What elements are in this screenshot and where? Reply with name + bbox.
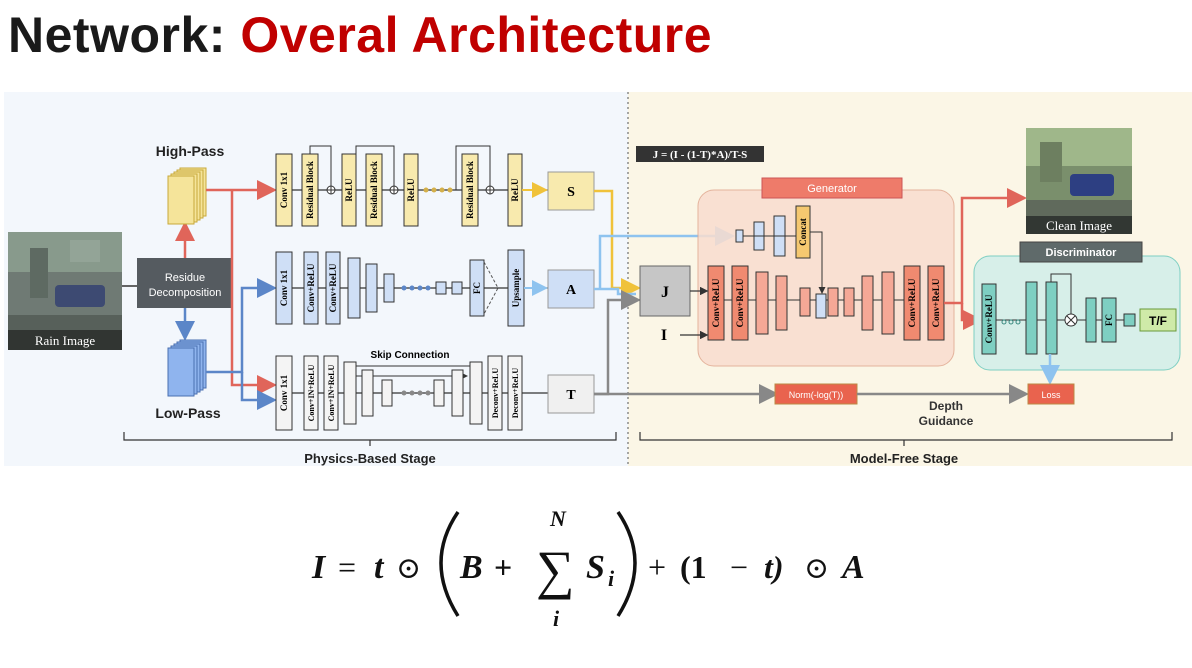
- eq-a: A: [840, 549, 865, 586]
- lowpass-to-bottom-branch: [240, 372, 277, 410]
- mid-fc-label: FC: [472, 282, 482, 294]
- residual-block-2-label: Residual Block: [369, 161, 379, 219]
- high-pass-label: High-Pass: [156, 143, 225, 159]
- eq-minus: −: [730, 549, 748, 585]
- clean-image: Clean Image: [1026, 128, 1132, 234]
- architecture-diagram: Rain Image Residue Decomposition High-Pa…: [4, 92, 1192, 466]
- rain-image: Rain Image: [8, 232, 122, 350]
- skip-connection-label: Skip Connection: [371, 350, 450, 361]
- bottom-conv-label: Conv 1x1: [279, 374, 289, 411]
- bottom-branch: Skip Connection Conv 1x1 Conv+IN+ReLU Co…: [275, 350, 548, 431]
- gen-conv-relu-2-label: Conv+ReLU: [735, 278, 745, 327]
- depth-guidance-line1: Depth: [929, 399, 963, 413]
- rain-model-equation: I = t ⊙ B + N ∑ i S i + (1 − t) ⊙ A: [311, 506, 865, 631]
- eq-plus-2: +: [648, 549, 666, 585]
- residual-block-1-label: Residual Block: [305, 161, 315, 219]
- mid-conv-relu-2-label: Conv+ReLU: [328, 263, 338, 312]
- deconv-relu-1-label: Deconv+ReLU: [491, 368, 500, 419]
- s-to-j-arrow: [594, 189, 641, 298]
- a-to-generator-arrow: [598, 226, 735, 289]
- eq-hadamard-1: ⊙: [396, 552, 421, 585]
- eq-b: B: [459, 549, 483, 586]
- relu-3-label: ReLU: [510, 178, 520, 201]
- mid-conv-label: Conv 1x1: [279, 269, 289, 306]
- conv-in-relu-1-label: Conv+IN+ReLU: [307, 364, 316, 421]
- disc-fc-label: FC: [1104, 314, 1114, 326]
- eq-one: (1: [680, 549, 707, 585]
- eq-s-sub: i: [608, 566, 615, 591]
- mid-branch: Conv 1x1 Conv+ReLU Conv+ReLU FC Upsample: [275, 249, 548, 327]
- page-title: Network: Overal Architecture: [8, 6, 712, 64]
- gen-conv-relu-4-label: Conv+ReLU: [931, 278, 941, 327]
- highpass-to-bottom-branch: [230, 190, 277, 395]
- eq-sum-bottom: i: [553, 606, 560, 631]
- depth-guidance-line2: Guidance: [919, 414, 974, 428]
- upsample-label: Upsample: [511, 269, 521, 308]
- eq-sum-top: N: [549, 506, 567, 531]
- j-box: [639, 265, 691, 317]
- residue-decomposition-box: Residue Decomposition: [137, 258, 233, 308]
- residue-label-line2: Decomposition: [149, 287, 222, 299]
- output-a-box: [547, 269, 595, 309]
- generator-to-clean-arrow: [944, 188, 1027, 305]
- lowpass-to-mid-branch: [206, 278, 277, 374]
- discriminator-blocks: Conv+ReLU FC T/F: [981, 273, 1177, 355]
- eq-t2: t): [764, 549, 784, 585]
- clean-image-label: Clean Image: [1046, 218, 1112, 233]
- i-label: I: [661, 327, 667, 344]
- formula-box: [636, 146, 764, 162]
- generator-title-box: [761, 177, 903, 199]
- rain-image-label: Rain Image: [35, 333, 96, 348]
- tf-label: T/F: [1149, 314, 1167, 328]
- concat-label: Concat: [798, 218, 808, 246]
- relu-2-label: ReLU: [406, 178, 416, 201]
- conv-in-relu-2-label: Conv+IN+ReLU: [327, 364, 336, 421]
- low-pass-stack: [167, 339, 207, 397]
- eq-s: S: [586, 549, 605, 586]
- eq-t: t: [374, 549, 385, 586]
- relu-1-label: ReLU: [344, 178, 354, 201]
- discriminator-title-box: [1019, 241, 1143, 263]
- j-label: J: [661, 284, 669, 301]
- low-pass-label: Low-Pass: [155, 405, 221, 421]
- eq-lhs: I: [311, 549, 327, 586]
- generator-to-discriminator-arrow: [960, 303, 983, 330]
- eq-equals: =: [338, 549, 356, 585]
- mid-conv-relu-1-label: Conv+ReLU: [306, 263, 316, 312]
- generator-title: Generator: [807, 183, 857, 195]
- loss-box: [1027, 383, 1075, 405]
- generator-blocks: Conv+ReLU Conv+ReLU Conv+ReLU Conv+ReLU …: [707, 205, 945, 341]
- gen-conv-relu-3-label: Conv+ReLU: [907, 278, 917, 327]
- norm-label: Norm(-log(T)): [789, 390, 844, 400]
- output-s-label: S: [567, 185, 575, 200]
- top-branch: Conv 1x1 Residual Block ReLU Residual Bl…: [275, 145, 548, 227]
- gen-conv-relu-1-label: Conv+ReLU: [711, 278, 721, 327]
- discriminator-title: Discriminator: [1046, 247, 1118, 259]
- physics-stage-label: Physics-Based Stage: [304, 451, 436, 466]
- top-conv-label: Conv 1x1: [279, 171, 289, 208]
- model-free-stage-brace: [639, 432, 1173, 446]
- eq-plus: +: [494, 549, 512, 585]
- eq-hadamard-2: ⊙: [804, 552, 829, 585]
- residue-label-line1: Residue: [165, 272, 205, 284]
- disc-conv-relu-label: Conv+ReLU: [984, 294, 994, 343]
- residual-block-3-label: Residual Block: [465, 161, 475, 219]
- physics-stage-brace: [123, 432, 617, 446]
- model-free-stage-label: Model-Free Stage: [850, 451, 958, 466]
- eq-paren-right: [616, 511, 637, 617]
- eq-paren-left: [439, 511, 460, 617]
- high-pass-stack: [167, 167, 207, 225]
- output-s-box: [547, 171, 595, 211]
- eq-sum: ∑: [536, 540, 575, 600]
- output-a-label: A: [566, 283, 577, 298]
- output-t-label: T: [566, 388, 576, 403]
- title-prefix: Network:: [8, 7, 241, 63]
- title-highlight: Overal Architecture: [240, 7, 713, 63]
- formula-label: J = (I - (1-T)*A)/T-S: [653, 149, 747, 161]
- deconv-relu-2-label: Deconv+ReLU: [511, 368, 520, 419]
- loss-label: Loss: [1041, 390, 1061, 400]
- tf-box: [1139, 308, 1177, 332]
